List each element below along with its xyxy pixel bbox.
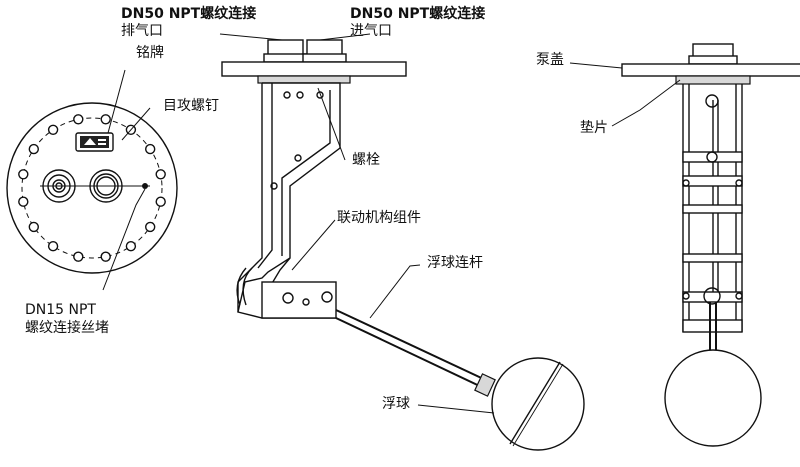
inlet-name-label: 进气口 [350,23,392,39]
nameplate-icon [75,132,114,152]
plug-thread-label: DN15 NPT [25,302,96,318]
bolt-hole [73,114,84,125]
pump-cover-label: 泵盖 [536,52,564,68]
nameplate-label: 铭牌 [136,45,164,61]
outlet-name-label: 排气口 [121,23,163,39]
bolt-label: 螺栓 [352,152,380,168]
float-rod-label: 浮球连杆 [427,255,483,271]
bolt-hole [47,240,59,252]
bolt-hole [144,143,156,155]
plug-dot [142,183,148,189]
bolt-hole [155,169,166,180]
bolt-hole [18,169,29,180]
bolt-hole [100,114,111,125]
outlet-thread-label: DN50 NPT螺纹连接 [121,6,257,22]
bolt-hole-ring [18,114,166,262]
bolt-hole [18,196,29,207]
float-label: 浮球 [382,396,410,412]
bolt-hole [155,196,166,207]
inlet-thread-label: DN50 NPT螺纹连接 [350,6,486,22]
cover-front-view [569,43,800,447]
bolt-hole [28,143,39,155]
bolt-hole [47,124,59,136]
bolt-hole [100,251,111,262]
linkage-assembly [236,82,585,451]
screw-label: 目攻螺钉 [163,98,219,114]
cover-top-view [6,69,178,291]
bolt-hole [125,240,137,252]
gasket-label: 垫片 [580,120,608,136]
plug-name-label: 螺纹连接丝堵 [25,320,109,336]
bolt-hole [144,221,156,233]
bolt-hole [28,221,39,233]
bolt-hole [73,251,84,262]
cover-side-view [219,33,407,84]
linkage-label: 联动机构组件 [337,210,421,226]
